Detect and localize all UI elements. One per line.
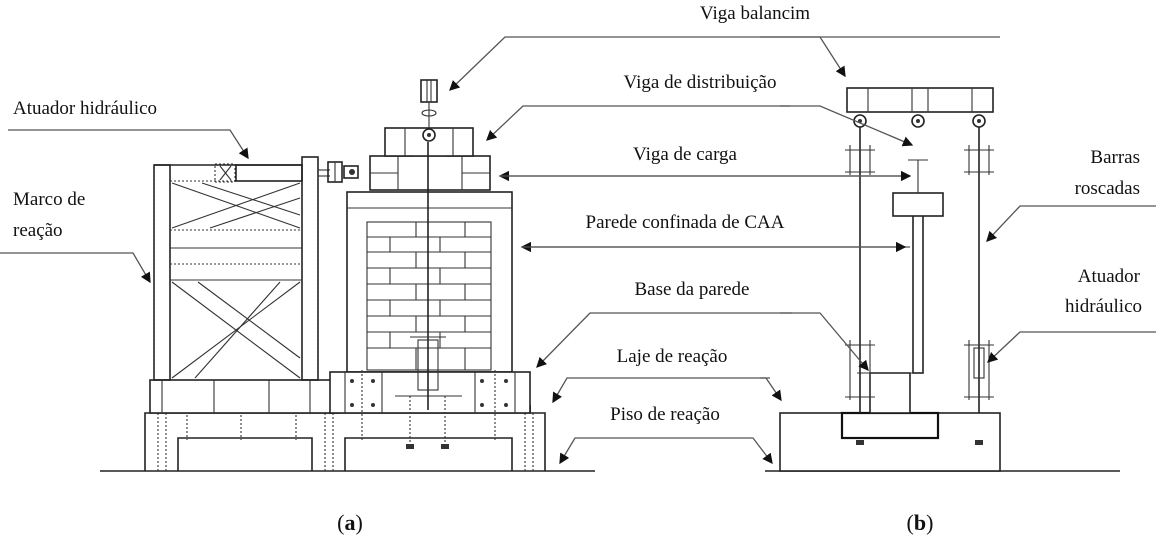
rocker-device xyxy=(420,79,438,128)
loading-beam xyxy=(369,155,491,191)
label-marco-line1: Marco de xyxy=(13,189,85,210)
caption-a-letter: a xyxy=(345,510,356,535)
distribution-beam xyxy=(384,127,474,157)
label-barras-line2: roscadas xyxy=(1075,178,1140,199)
label-piso-reacao: Piso de reação xyxy=(610,404,720,425)
label-barras-line1: Barras xyxy=(1090,147,1140,168)
label-parede: Parede confinada de CAA xyxy=(586,212,785,233)
masonry-blocks xyxy=(366,221,492,371)
label-marco-line2: reação xyxy=(13,220,63,241)
label-atuador-b-line2: hidráulico xyxy=(1065,296,1142,317)
rocker-beam-b xyxy=(846,87,994,128)
vertical-actuator-b xyxy=(973,347,985,379)
caption-b: (b) xyxy=(907,510,934,535)
wall-b xyxy=(912,214,924,374)
vertical-actuator-a xyxy=(417,339,439,391)
caption-a: (a) xyxy=(337,510,363,535)
reaction-floor-b xyxy=(779,412,1001,472)
frame-base xyxy=(149,379,339,414)
label-atuador-a: Atuador hidráulico xyxy=(13,98,157,119)
reaction-frame xyxy=(153,156,319,381)
threaded-bars xyxy=(845,127,994,445)
label-base-parede: Base da parede xyxy=(635,279,750,300)
horizontal-actuator xyxy=(214,161,359,183)
label-viga-carga: Viga de carga xyxy=(633,144,738,165)
panel-b xyxy=(765,87,1120,472)
wall-base-b xyxy=(869,372,911,414)
panel-a xyxy=(100,79,595,472)
confined-wall xyxy=(346,191,513,373)
label-laje-reacao: Laje de reação xyxy=(617,346,728,367)
label-viga-balancim: Viga balancim xyxy=(700,3,810,24)
label-atuador-b-line1: Atuador xyxy=(1078,266,1141,287)
leader-lines xyxy=(0,36,1156,465)
label-viga-distribuicao: Viga de distribuição xyxy=(624,72,777,93)
wall-base xyxy=(329,370,531,449)
caption-b-letter: b xyxy=(914,510,926,535)
wall-top-b xyxy=(892,192,944,217)
